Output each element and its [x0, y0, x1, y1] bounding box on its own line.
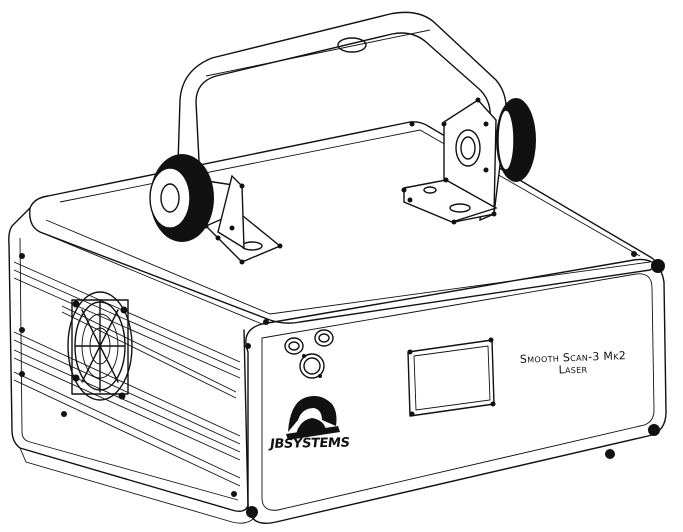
housing-body	[8, 121, 667, 524]
housing-feet	[19, 97, 665, 518]
fan-grille	[67, 291, 133, 401]
left-knob	[149, 154, 214, 242]
mounting-bracket	[177, 11, 507, 263]
side-rails	[13, 261, 241, 487]
right-knob	[496, 98, 536, 182]
front-connectors	[284, 329, 334, 379]
jbsystems-logo-icon	[286, 396, 340, 440]
brand-name: JBSYSTEMS	[268, 435, 351, 452]
laser-output-window	[407, 337, 496, 417]
